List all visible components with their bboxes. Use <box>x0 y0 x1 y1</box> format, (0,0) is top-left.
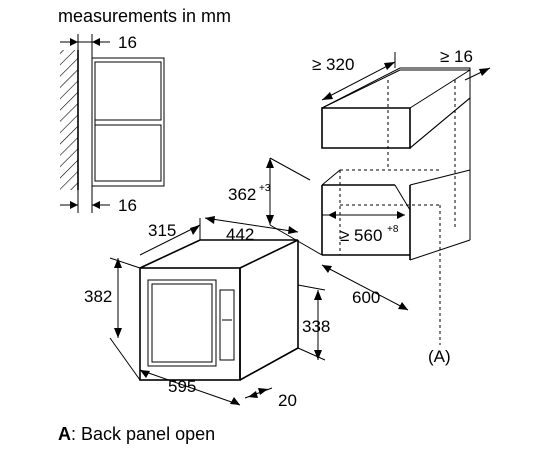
cabinet-side-gap-label: ≥ 16 <box>440 47 473 66</box>
cabinet-drawing: ≥ 320 ≥ 16 362 +3 ≥ 560 +8 600 (A) <box>228 47 491 366</box>
niche-height-tolerance: +3 <box>259 183 271 194</box>
microwave-drawing: 315 442 382 338 595 20 <box>84 216 330 410</box>
microwave-window <box>147 279 217 367</box>
cabinet-upper-front <box>321 107 411 149</box>
control-panel <box>219 289 235 361</box>
microwave-front-width-label: 595 <box>168 377 196 396</box>
cabinet-depth-min-label: ≥ 320 <box>312 55 354 74</box>
cabinet-depth-label: 600 <box>352 288 380 307</box>
microwave-body-height-label: 338 <box>302 317 330 336</box>
cabinet-side <box>91 57 165 187</box>
frame-depth-label: 20 <box>278 391 297 410</box>
legend-text: : Back panel open <box>71 424 215 444</box>
side-top-gap-label: 16 <box>118 33 137 52</box>
side-view: 16 16 <box>60 33 165 215</box>
microwave-front-height-label: 382 <box>84 287 112 306</box>
niche-height-label: 362 <box>228 185 256 204</box>
legend: A: Back panel open <box>58 424 215 444</box>
upper-compartment <box>94 61 162 121</box>
legend-key: A <box>58 424 71 444</box>
microwave-depth-label: 315 <box>148 221 176 240</box>
diagram-title: measurements in mm <box>58 6 231 26</box>
microwave-front-frame <box>139 267 241 381</box>
lower-compartment <box>94 124 162 182</box>
wall-hatch <box>60 50 78 190</box>
niche-width-tolerance: +8 <box>387 224 399 235</box>
side-bottom-gap-label: 16 <box>118 196 137 215</box>
niche-width-label: ≥ 560 <box>340 226 382 245</box>
back-panel-marker: (A) <box>428 347 451 366</box>
microwave-body-width-label: 442 <box>226 225 254 244</box>
